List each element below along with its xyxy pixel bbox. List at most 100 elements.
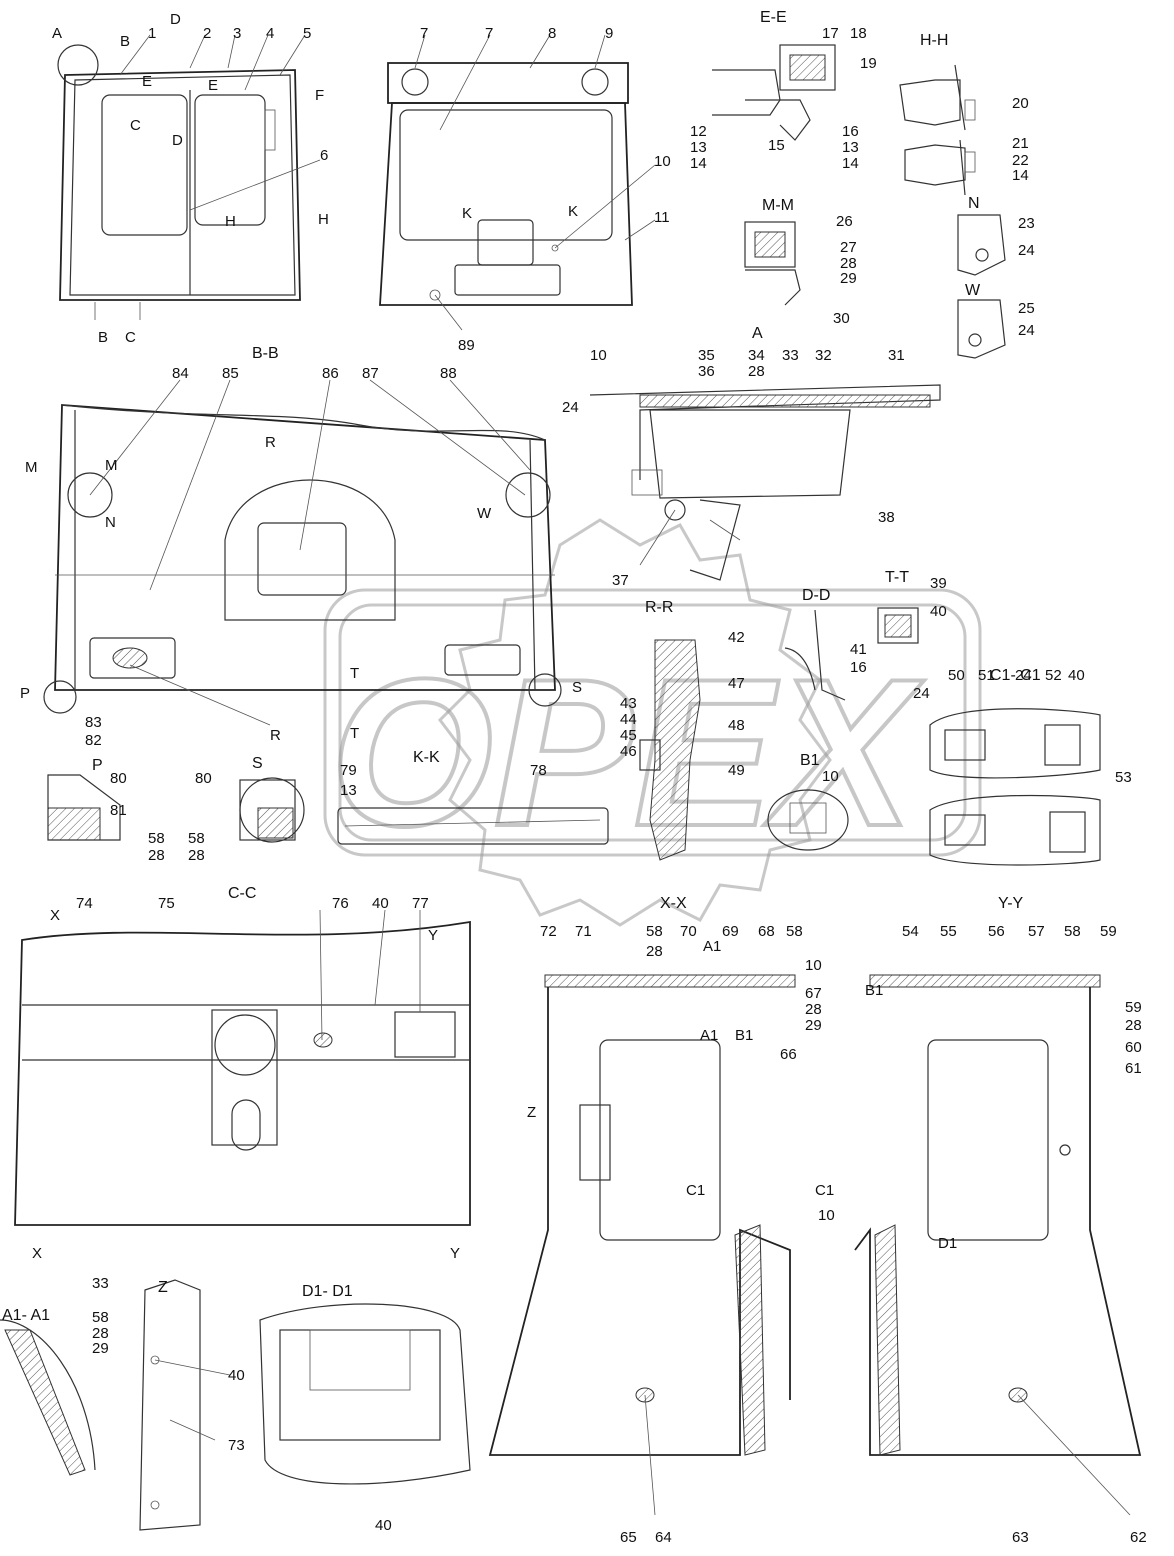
callout-label: 24: [1018, 322, 1035, 339]
watermark-text: OPEX: [330, 635, 924, 870]
callout-label: 56: [988, 923, 1005, 940]
callout-label: 14: [1012, 167, 1029, 184]
section-title-a: A: [752, 325, 763, 342]
callout-label: 16: [850, 659, 867, 676]
callout-label: 72: [540, 923, 557, 940]
callout-label: 28: [92, 1325, 109, 1342]
section-marker: F: [315, 87, 324, 104]
callout-label: 33: [92, 1275, 109, 1292]
callout-label: 24: [913, 685, 930, 702]
section-title-x-x: X-X: [660, 895, 687, 912]
callout-label: 6: [320, 147, 328, 164]
detail-b1: [767, 789, 849, 851]
callout-label: 17: [822, 25, 839, 42]
callout-label: 84: [172, 365, 189, 382]
callout-label: 15: [768, 137, 785, 154]
section-title-b1: B1: [800, 752, 820, 769]
callout-label: 30: [833, 310, 850, 327]
callout-label: 9: [605, 25, 613, 42]
section-marker: E: [142, 73, 152, 90]
callout-label: 54: [902, 923, 919, 940]
callout-label: 10: [805, 957, 822, 974]
section-c-c: [14, 920, 471, 1226]
callout-label: 18: [850, 25, 867, 42]
section-marker: T: [350, 665, 359, 682]
callout-label: 53: [1115, 769, 1132, 786]
callout-label: 1: [148, 25, 156, 42]
opex-watermark: OPEX: [323, 518, 982, 927]
callout-label: 55: [940, 923, 957, 940]
section-marker: E: [208, 77, 218, 94]
callout-label: 20: [1012, 95, 1029, 112]
section-title-m-m: M-M: [762, 197, 794, 214]
callout-label: 73: [228, 1437, 245, 1454]
callout-label: 2: [203, 25, 211, 42]
callout-label: 66: [780, 1046, 797, 1063]
callout-label: 36: [698, 363, 715, 380]
callout-label: 25: [1018, 300, 1035, 317]
callout-label: 58: [148, 830, 165, 847]
section-marker: A1: [703, 938, 721, 955]
section-marker: Y: [428, 927, 438, 944]
callout-label: 33: [782, 347, 799, 364]
section-a: [589, 384, 941, 581]
callout-label: 10: [590, 347, 607, 364]
front-view: [57, 44, 301, 320]
section-marker: B1: [865, 982, 883, 999]
callout-label: 59: [1125, 999, 1142, 1016]
callout-label: 28: [148, 847, 165, 864]
callout-label: 38: [878, 509, 895, 526]
callout-label: 81: [110, 802, 127, 819]
section-marker: N: [105, 514, 116, 531]
detail-p: [47, 774, 121, 841]
callout-label: 31: [888, 347, 905, 364]
callout-label: 28: [805, 1001, 822, 1018]
callout-label: 26: [836, 213, 853, 230]
section-marker: X: [50, 907, 60, 924]
callout-label: 21: [1012, 135, 1029, 152]
section-marker: R: [270, 727, 281, 744]
section-marker: P: [20, 685, 30, 702]
callout-label: 28: [1125, 1017, 1142, 1034]
callout-label: 14: [842, 155, 859, 172]
section-marker: D: [172, 132, 183, 149]
callout-label: 74: [76, 895, 93, 912]
callout-label: 87: [362, 365, 379, 382]
callout-label: 85: [222, 365, 239, 382]
detail-n: [957, 214, 1006, 276]
section-marker: B1: [735, 1027, 753, 1044]
callout-label: 86: [322, 365, 339, 382]
callout-label: 11: [654, 209, 670, 226]
callout-label: 3: [233, 25, 241, 42]
callout-label: 4: [266, 25, 274, 42]
callout-label: 58: [188, 830, 205, 847]
section-marker: B: [98, 329, 108, 346]
callout-label: 51: [978, 667, 995, 684]
callout-label: 52: [1045, 667, 1062, 684]
section-d1-d1: [259, 1303, 471, 1485]
callout-label: 7: [420, 25, 428, 42]
callout-label: 71: [575, 923, 592, 940]
section-marker: H: [225, 213, 236, 230]
section-title-b-b: B-B: [252, 345, 279, 362]
callout-label: 39: [930, 575, 947, 592]
callout-label: 58: [646, 923, 663, 940]
rear-view: [379, 62, 633, 306]
section-title-t-t: T-T: [885, 569, 909, 586]
section-m-m: [744, 221, 801, 306]
section-title-n: N: [968, 195, 980, 212]
callout-label: 37: [612, 572, 629, 589]
callout-label: 24: [1015, 667, 1032, 684]
callout-label: 8: [548, 25, 556, 42]
callout-label: 50: [948, 667, 965, 684]
section-d-d: [784, 609, 846, 701]
section-marker: K: [462, 205, 472, 222]
section-marker: C1: [815, 1182, 834, 1199]
callout-label: 14: [690, 155, 707, 172]
section-marker: M: [25, 459, 38, 476]
callout-label: 58: [1064, 923, 1081, 940]
